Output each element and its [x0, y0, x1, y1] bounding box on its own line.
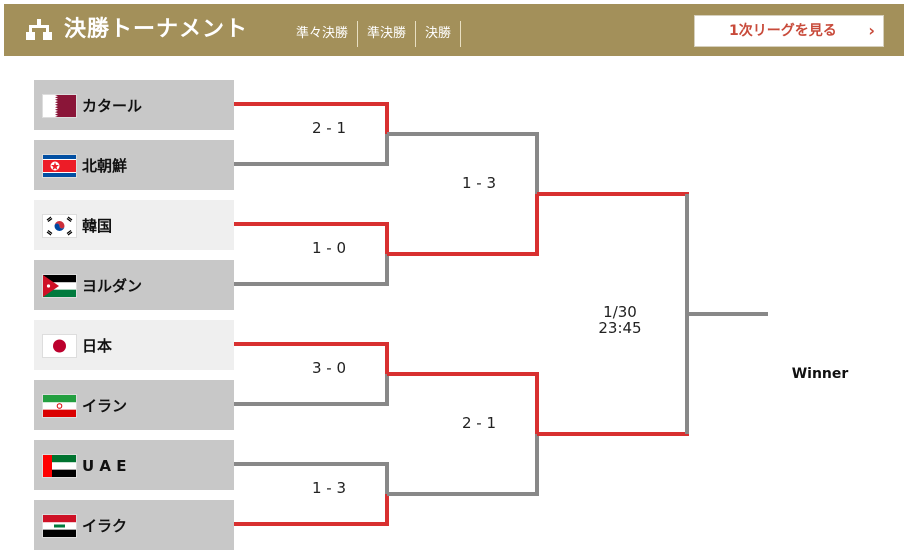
- team-iraq[interactable]: イラク: [34, 500, 234, 550]
- line-sf-japan: [387, 372, 539, 434]
- round-tabs: 準々決勝 準決勝 決勝: [292, 21, 466, 47]
- tab-semifinals[interactable]: 準決勝: [363, 21, 417, 47]
- line-iran: [234, 374, 389, 406]
- group-stage-button-label: 1次リーグを見る: [729, 23, 837, 39]
- iran-flag-icon: [43, 395, 76, 417]
- line-final-top: [537, 192, 689, 314]
- team-south-korea[interactable]: 韓国: [34, 200, 234, 250]
- team-qatar[interactable]: カタール: [34, 80, 234, 130]
- japan-flag-icon: [43, 335, 76, 357]
- team-north-korea[interactable]: 北朝鮮: [34, 140, 234, 190]
- line-sf-korea: [387, 194, 539, 256]
- sf1-score: 1 - 3: [461, 174, 497, 192]
- page-title: 決勝トーナメント: [64, 17, 249, 42]
- line-north-korea: [234, 134, 389, 166]
- team-iran[interactable]: イラン: [34, 380, 234, 430]
- team-name: 韓国: [82, 217, 113, 235]
- header-bar: 決勝トーナメント 準々決勝 準決勝 決勝 1次リーグを見る ›: [4, 4, 904, 56]
- qf3-score: 3 - 0: [311, 359, 347, 377]
- team-uae[interactable]: U A E: [34, 440, 234, 490]
- line-japan: [234, 342, 389, 374]
- team-name: イラン: [82, 397, 128, 415]
- final-match-time: 1/30 23:45: [570, 304, 670, 336]
- sf2-score: 2 - 1: [461, 414, 497, 432]
- line-qatar: [234, 102, 389, 134]
- team-jordan[interactable]: ヨルダン: [34, 260, 234, 310]
- qatar-flag-icon: [43, 95, 76, 117]
- north-korea-flag-icon: [43, 155, 76, 177]
- team-name: イラク: [82, 517, 128, 535]
- team-name: 日本: [82, 337, 113, 355]
- line-jordan: [234, 254, 389, 286]
- team-name: U A E: [82, 457, 127, 475]
- final-time: 23:45: [598, 319, 642, 337]
- team-japan[interactable]: 日本: [34, 320, 234, 370]
- winner-label: Winner: [791, 366, 849, 382]
- team-name: カタール: [82, 97, 143, 115]
- line-sf-qatar: [387, 132, 539, 194]
- tab-final[interactable]: 決勝: [421, 21, 462, 47]
- team-name: 北朝鮮: [82, 157, 128, 175]
- chevron-right-icon: ›: [868, 21, 875, 40]
- qf2-score: 1 - 0: [311, 239, 347, 257]
- bracket-icon: [26, 19, 52, 40]
- jordan-flag-icon: [43, 275, 76, 297]
- final-date: 1/30: [603, 303, 637, 321]
- qf1-score: 2 - 1: [311, 119, 347, 137]
- south-korea-flag-icon: [43, 215, 76, 237]
- line-uae: [234, 462, 389, 494]
- tab-quarterfinals[interactable]: 準々決勝: [292, 21, 359, 47]
- group-stage-button[interactable]: 1次リーグを見る ›: [694, 15, 884, 47]
- line-sf-iraq: [387, 434, 539, 496]
- team-name: ヨルダン: [82, 277, 143, 295]
- line-korea: [234, 222, 389, 254]
- qf4-score: 1 - 3: [311, 479, 347, 497]
- uae-flag-icon: [43, 455, 76, 477]
- iraq-flag-icon: [43, 515, 76, 537]
- line-iraq: [234, 494, 389, 526]
